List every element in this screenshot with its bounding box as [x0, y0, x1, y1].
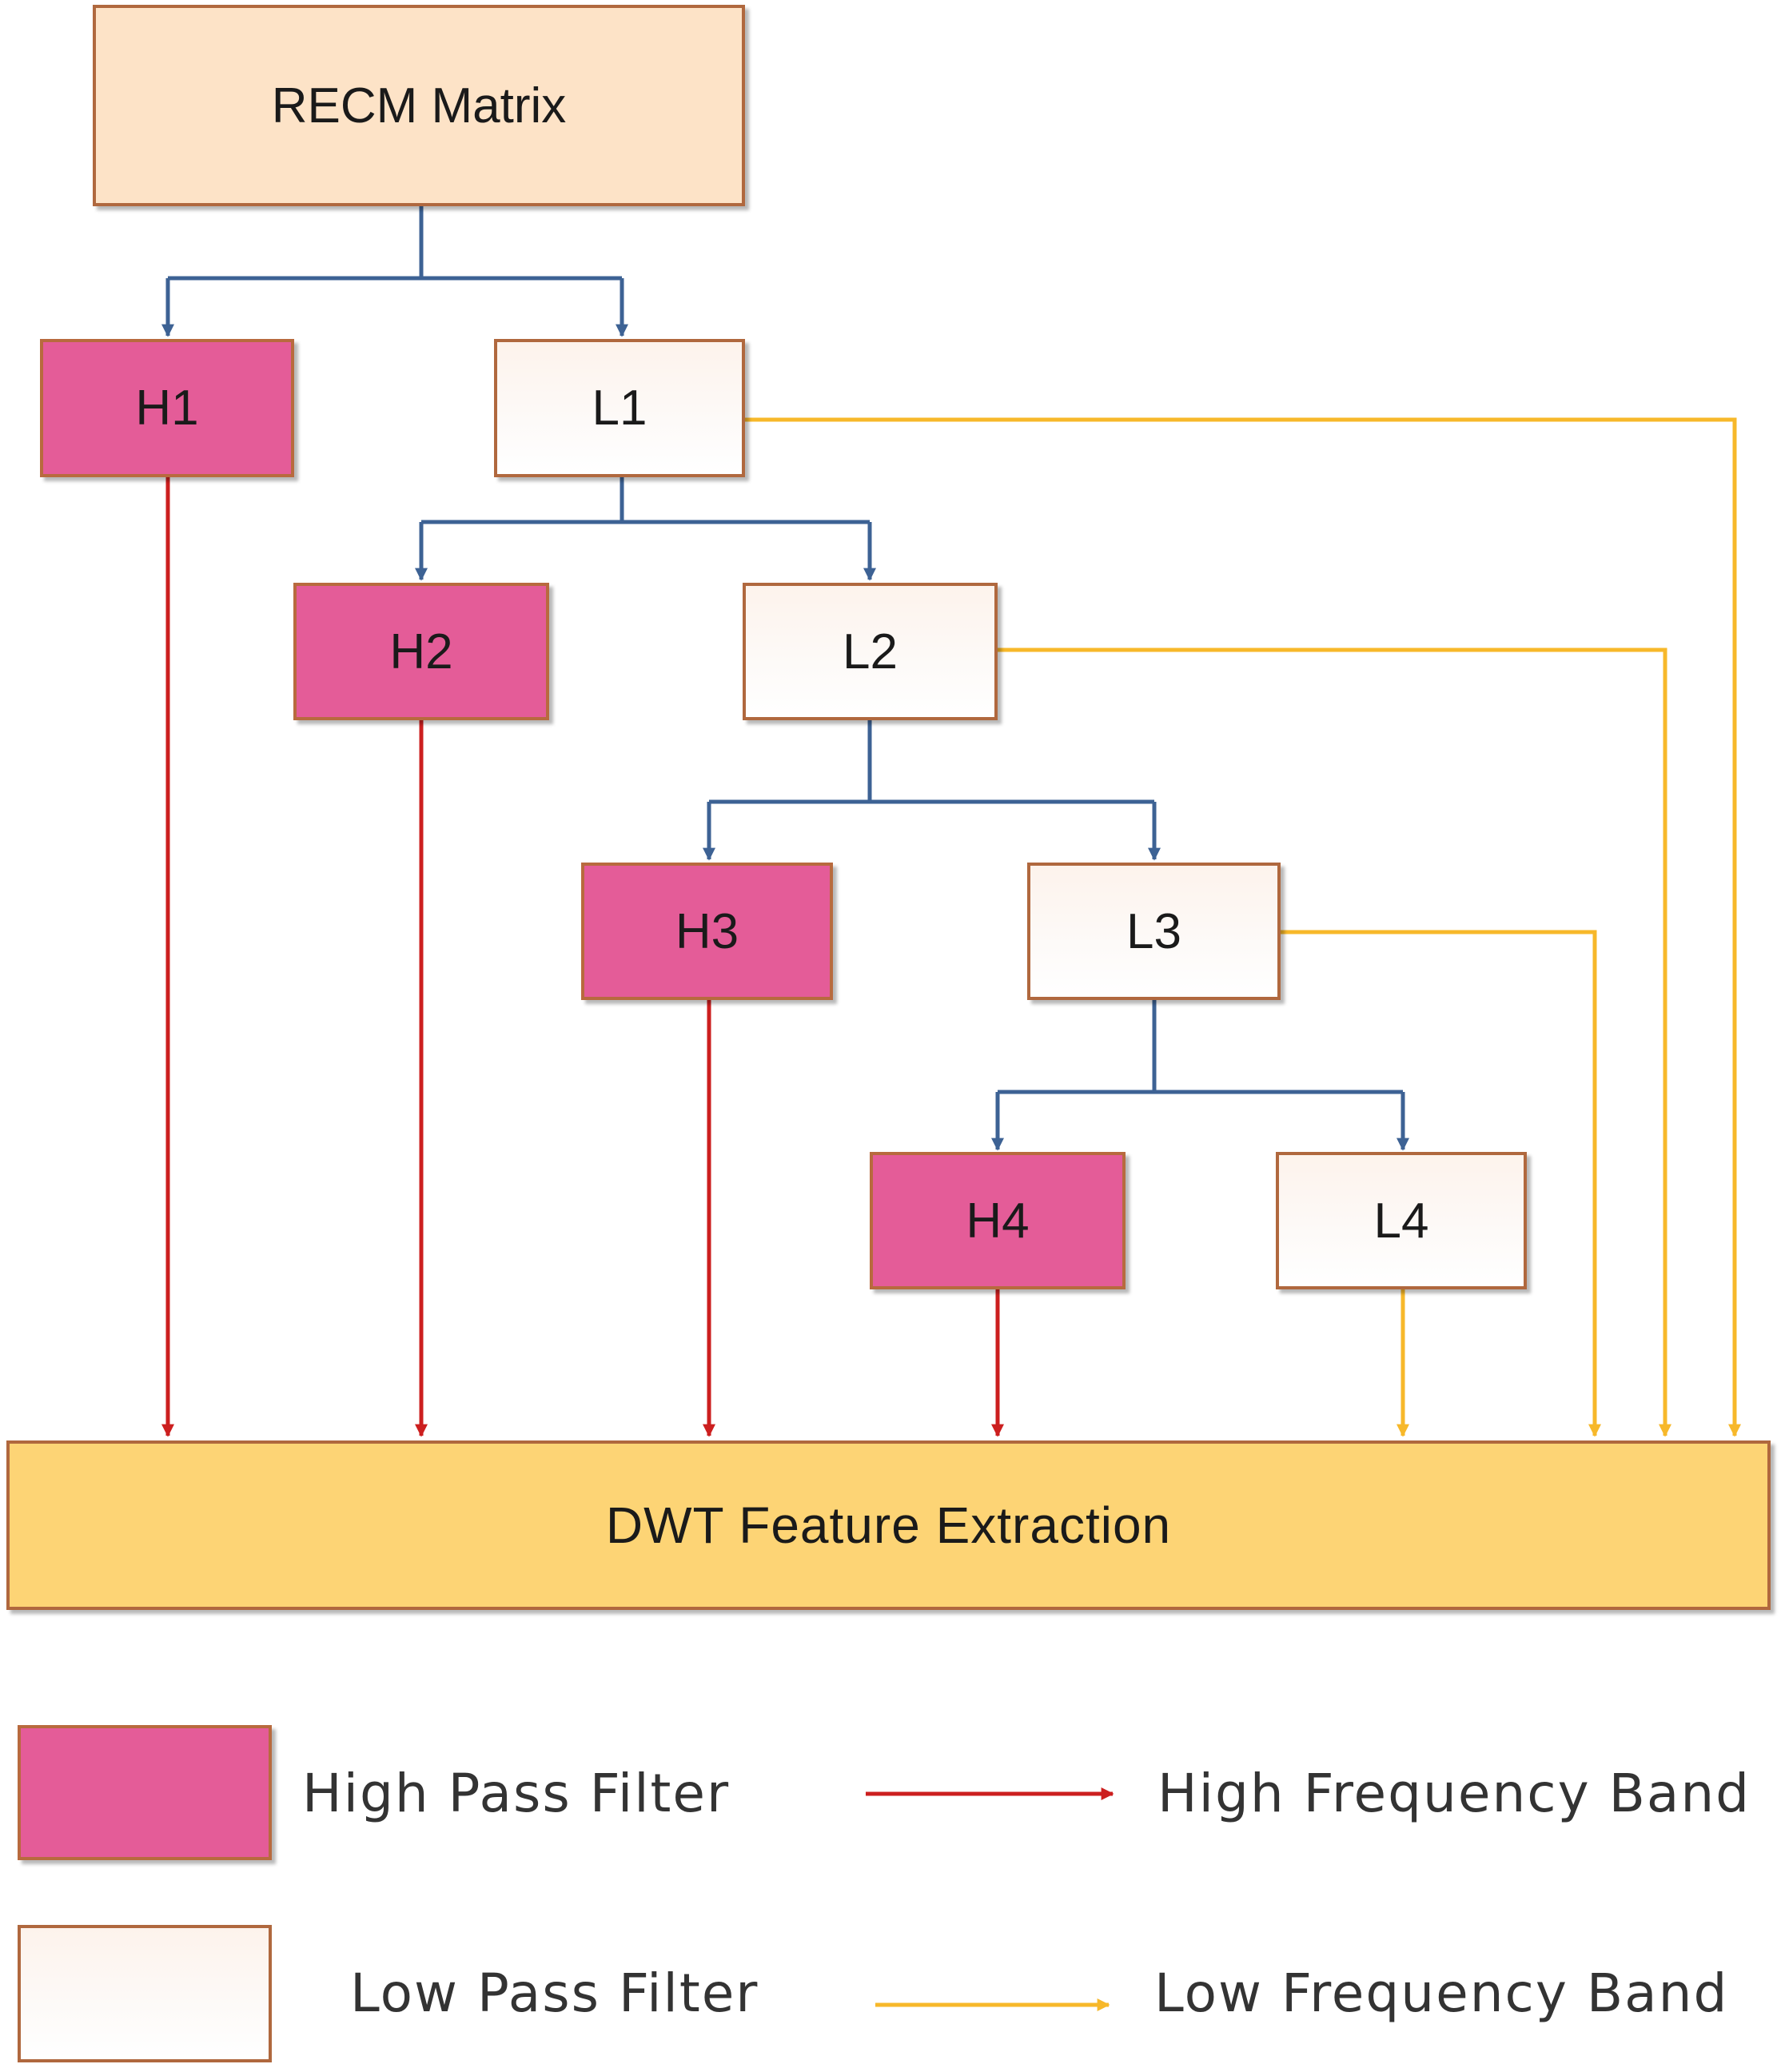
dwt-feature-extraction-box: DWT Feature Extraction [6, 1440, 1771, 1610]
h3-label: H3 [675, 903, 739, 959]
l1-label: L1 [592, 381, 647, 436]
legend-high-frequency-label: High Frequency Band [1157, 1763, 1751, 1824]
l4-box: L4 [1276, 1152, 1527, 1289]
l1-box: L1 [494, 339, 745, 477]
legend-high-pass-label: High Pass Filter [302, 1763, 731, 1824]
recm-matrix-box: RECM Matrix [93, 5, 745, 206]
h2-box: H2 [293, 583, 549, 720]
h2-label: H2 [389, 624, 453, 679]
low-frequency-arrow-l2 [998, 648, 1672, 1437]
legend-low-frequency-label: Low Frequency Band [1154, 1962, 1729, 2024]
dwt-feature-extraction-label: DWT Feature Extraction [605, 1496, 1172, 1554]
h4-box: H4 [870, 1152, 1126, 1289]
h1-box: H1 [40, 339, 294, 477]
l3-label: L3 [1126, 903, 1181, 959]
l4-label: L4 [1373, 1193, 1429, 1249]
l2-box: L2 [743, 583, 998, 720]
h4-label: H4 [966, 1193, 1030, 1249]
l3-box: L3 [1027, 863, 1281, 1000]
low-frequency-arrow-l3 [1281, 930, 1602, 1437]
legend-high-pass-swatch [18, 1725, 272, 1860]
l2-label: L2 [843, 624, 898, 679]
low-frequency-arrow-l1 [745, 417, 1742, 1437]
recm-matrix-label: RECM Matrix [271, 78, 567, 133]
h3-box: H3 [581, 863, 833, 1000]
h1-label: H1 [135, 381, 199, 436]
legend-low-pass-swatch [18, 1925, 272, 2062]
legend-low-pass-label: Low Pass Filter [350, 1962, 759, 2024]
